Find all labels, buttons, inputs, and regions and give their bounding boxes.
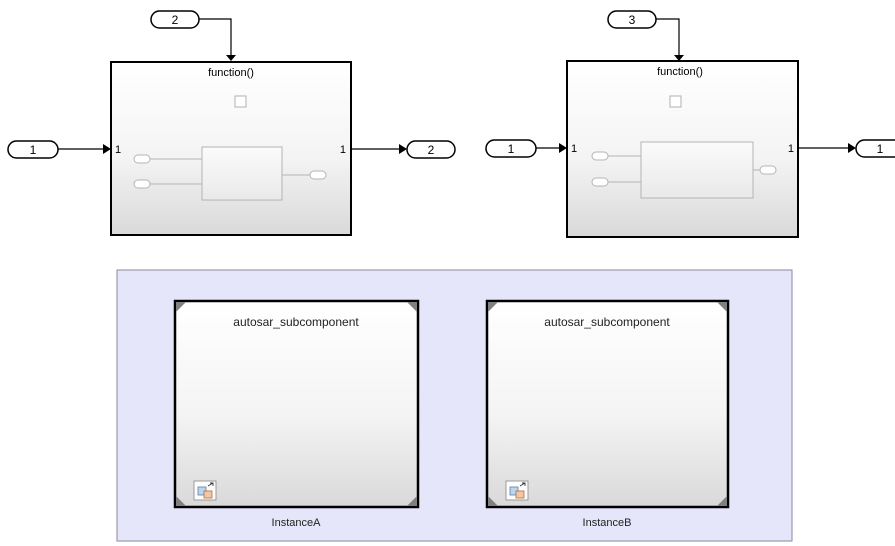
corner-mark	[407, 496, 417, 506]
trigger-port-icon	[234, 95, 247, 108]
inport-1-label: 1	[30, 143, 37, 157]
instance-b-name[interactable]: InstanceB	[583, 517, 632, 529]
signal-arrow-in-1	[103, 144, 111, 154]
subsystem-icon	[133, 146, 327, 201]
triggered-subsystem-1[interactable]: 2 function() 1 1 1	[7, 10, 456, 236]
model-reference-icon	[505, 480, 529, 501]
triggered-subsystem-2[interactable]: 3 function() 1 1 1 1	[485, 10, 895, 238]
trigger-inport-1-label: 2	[172, 13, 179, 27]
trigger-inport-2[interactable]: 3	[607, 10, 657, 29]
signal-arrow-out-1	[399, 144, 407, 154]
inport-1[interactable]: 1	[7, 140, 59, 159]
model-block-instance-b[interactable]: autosar_subcomponent	[485, 299, 730, 509]
inport-1b[interactable]: 1	[485, 139, 537, 158]
model-block-b-title: autosar_subcomponent	[544, 315, 670, 329]
subsystem-2-out-port-number: 1	[788, 143, 794, 155]
trigger-arrow-1	[226, 55, 236, 61]
subsystem-1-in-port-number: 1	[115, 144, 121, 156]
corner-mark	[717, 302, 727, 312]
corner-mark	[717, 496, 727, 506]
subsystem-1-title: function()	[208, 67, 254, 79]
outport-2-label: 2	[428, 143, 435, 157]
subsystem-1-out-port-number: 1	[340, 144, 346, 156]
instance-a-name[interactable]: InstanceA	[272, 517, 322, 529]
trigger-arrow-2	[674, 55, 684, 61]
subsystem-2-in-port-number: 1	[571, 143, 577, 155]
outport-2[interactable]: 2	[406, 140, 456, 159]
trigger-line-2[interactable]	[656, 18, 680, 55]
signal-arrow-in-2	[559, 143, 567, 153]
subsystem-icon	[591, 141, 777, 199]
outport-1-label: 1	[877, 142, 884, 156]
trigger-inport-1[interactable]: 2	[150, 10, 200, 29]
signal-arrow-out-2	[848, 143, 856, 153]
corner-mark	[176, 302, 186, 312]
model-block-instance-a[interactable]: autosar_subcomponent	[173, 299, 420, 509]
corner-mark	[488, 496, 498, 506]
model-block-a-title: autosar_subcomponent	[233, 315, 359, 329]
trigger-inport-2-label: 3	[629, 13, 636, 27]
inport-1b-label: 1	[508, 142, 515, 156]
corner-mark	[407, 302, 417, 312]
trigger-port-icon	[669, 95, 682, 108]
subsystem-2-title: function()	[657, 66, 703, 78]
outport-1[interactable]: 1	[855, 139, 895, 158]
trigger-line-1[interactable]	[199, 18, 232, 55]
corner-mark	[176, 496, 186, 506]
corner-mark	[488, 302, 498, 312]
model-reference-icon	[193, 480, 217, 501]
